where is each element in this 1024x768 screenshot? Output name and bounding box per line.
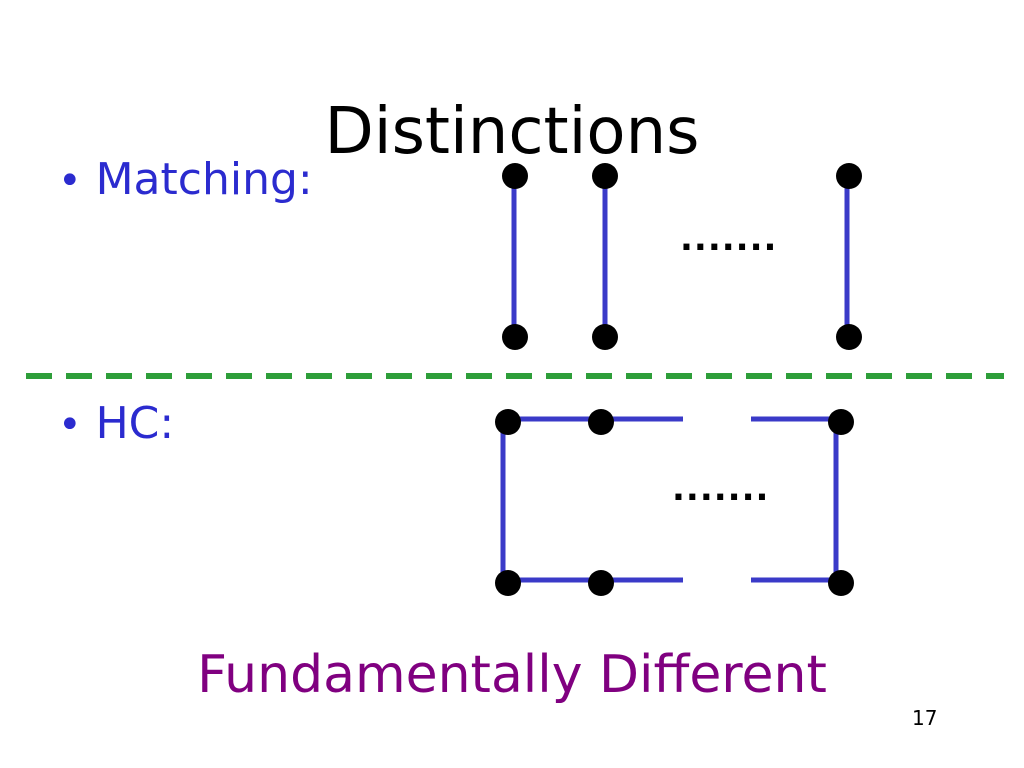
- matching-vertex: [592, 324, 618, 350]
- bullet-hc-label: HC:: [95, 398, 175, 449]
- bullet-dot-icon: •: [58, 402, 82, 448]
- matching-ellipsis: .......: [680, 219, 778, 259]
- bullet-matching: • Matching:: [58, 152, 313, 209]
- hc-vertex: [495, 570, 521, 596]
- hc-vertex: [828, 570, 854, 596]
- hc-vertex: [588, 570, 614, 596]
- matching-vertex: [836, 324, 862, 350]
- hc-vertex: [588, 409, 614, 435]
- matching-vertex: [502, 324, 528, 350]
- page-number: 17: [912, 706, 938, 730]
- bullet-dot-icon: •: [58, 158, 82, 204]
- matching-vertex: [836, 163, 862, 189]
- hc-vertex: [828, 409, 854, 435]
- bullet-hc: • HC:: [58, 396, 174, 453]
- hc-ellipsis: .......: [672, 469, 770, 509]
- matching-vertex: [592, 163, 618, 189]
- conclusion-text: Fundamentally Different: [197, 645, 827, 705]
- bullet-matching-label: Matching:: [95, 154, 313, 205]
- hc-vertex: [495, 409, 521, 435]
- matching-vertex: [502, 163, 528, 189]
- slide-title: Distinctions: [324, 95, 700, 169]
